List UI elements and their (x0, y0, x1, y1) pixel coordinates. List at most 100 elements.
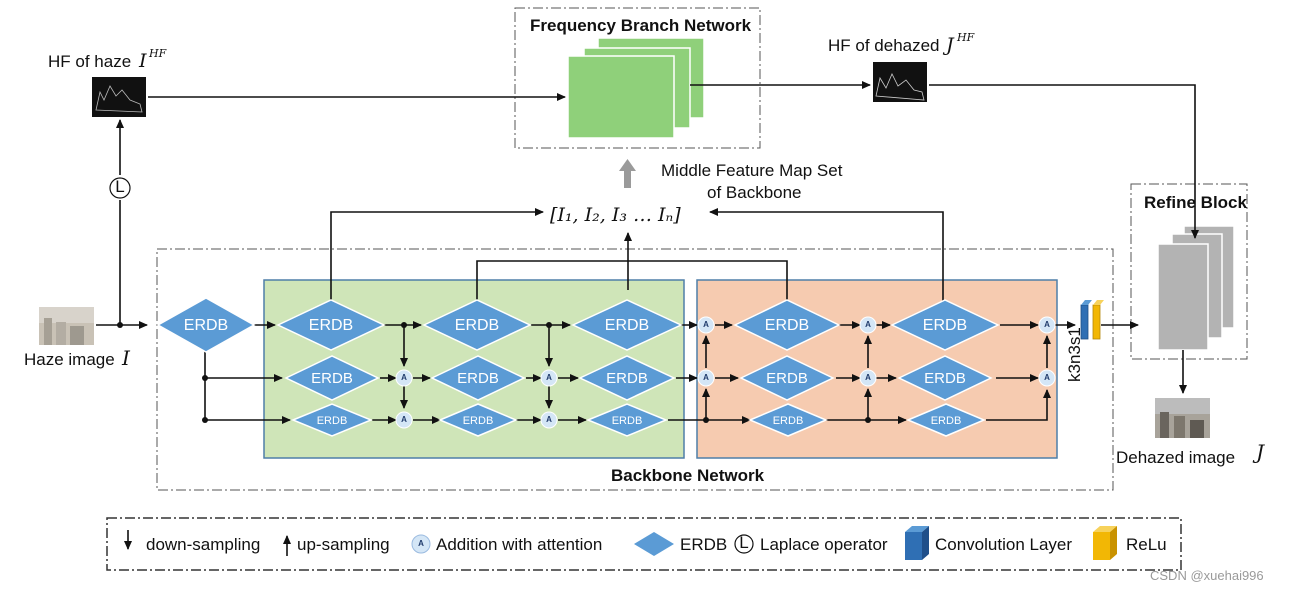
svg-text:ERDB: ERDB (317, 415, 348, 427)
addition-node: A (697, 316, 715, 334)
addition-node: A (859, 369, 877, 387)
svg-text:A: A (401, 373, 407, 382)
svg-text:ERDB: ERDB (184, 317, 228, 334)
legend-down-sampling: down-sampling (124, 530, 260, 554)
svg-text:I: I (121, 346, 131, 370)
laplace-operator-node: L (109, 177, 131, 199)
svg-text:ERDB: ERDB (680, 535, 727, 554)
dehazed-image-thumbnail (1155, 398, 1210, 438)
svg-text:ERDB: ERDB (457, 370, 499, 387)
legend-addition: A Addition with attention (411, 534, 602, 554)
erdb-block: ERDB (291, 403, 373, 437)
middle-feature-up-arrow (619, 159, 636, 188)
hf-dehazed-thumbnail (873, 62, 927, 102)
svg-text:A: A (703, 373, 709, 382)
erdb-block: ERDB (578, 355, 676, 401)
erdb-block: ERDB (748, 403, 828, 437)
refine-feature-maps (1157, 225, 1235, 351)
legend-box (106, 517, 1182, 571)
svg-text:Addition with attention: Addition with attention (436, 535, 602, 554)
erdb-block: ERDB (276, 299, 386, 351)
refine-block-box (1130, 183, 1248, 360)
svg-text:A: A (703, 320, 709, 329)
middle-feature-label: Middle Feature Map Set of Backbone (661, 161, 843, 202)
svg-text:ERDB: ERDB (311, 370, 353, 387)
svg-text:ERDB: ERDB (924, 370, 966, 387)
addition-node: A (1038, 369, 1056, 387)
svg-text:ERDB: ERDB (309, 317, 353, 334)
legend-up-sampling: up-sampling (283, 535, 390, 556)
svg-text:ERDB: ERDB (766, 370, 808, 387)
addition-node: A (540, 369, 558, 387)
junction-dots (117, 322, 871, 423)
svg-text:J: J (942, 34, 955, 56)
haze-image-label: Haze image I (24, 346, 131, 370)
svg-text:up-sampling: up-sampling (297, 535, 390, 554)
orange-stage-region (696, 279, 1058, 459)
erdb-blocks: ERDB ERDB ERDB ERDB ERDB ERDB ERDB ERDB … (156, 297, 1000, 437)
erdb-block: ERDB (586, 403, 668, 437)
svg-text:ERDB: ERDB (923, 317, 967, 334)
svg-text:Convolution Layer: Convolution Layer (935, 535, 1072, 554)
svg-text:Middle Feature Map Set: Middle Feature Map Set (661, 161, 843, 180)
erdb-block: ERDB (430, 355, 526, 401)
svg-text:L: L (115, 177, 124, 196)
svg-text:A: A (418, 539, 424, 548)
watermark: CSDN @xuehai996 (1150, 568, 1264, 583)
erdb-block: ERDB (890, 299, 1000, 351)
svg-text:A: A (546, 373, 552, 382)
svg-text:ERDB: ERDB (612, 415, 643, 427)
svg-text:ERDB: ERDB (773, 415, 804, 427)
svg-text:ERDB: ERDB (455, 317, 499, 334)
svg-text:ERDB: ERDB (463, 415, 494, 427)
hf-haze-thumbnail (92, 77, 146, 117)
svg-text:down-sampling: down-sampling (146, 535, 260, 554)
svg-text:L: L (739, 533, 748, 552)
svg-text:A: A (865, 373, 871, 382)
frequency-branch-title: Frequency Branch Network (530, 16, 752, 35)
legend-relu: ReLu (1093, 526, 1167, 560)
frequency-branch-box (514, 7, 761, 149)
svg-text:HF: HF (148, 47, 167, 60)
svg-text:HF of dehazed: HF of dehazed (828, 36, 940, 55)
svg-text:ERDB: ERDB (765, 317, 809, 334)
svg-text:A: A (1044, 373, 1050, 382)
addition-nodes: A A A A A A A A A A (395, 316, 1056, 429)
svg-text:A: A (865, 320, 871, 329)
svg-text:Haze image: Haze image (24, 350, 115, 369)
erdb-block: ERDB (739, 355, 835, 401)
addition-node: A (697, 369, 715, 387)
haze-image-thumbnail (39, 307, 94, 345)
svg-text:HF: HF (956, 31, 975, 44)
svg-text:A: A (401, 415, 407, 424)
addition-node: A (540, 411, 558, 429)
dehazed-image-label: Dehazed image J (1116, 440, 1265, 467)
legend-laplace: L Laplace operator (734, 533, 888, 554)
hf-dehazed-label: HF of dehazed J HF (828, 31, 975, 56)
addition-node: A (395, 369, 413, 387)
conv-spec-label: k3n3s1 (1065, 327, 1084, 382)
svg-text:Laplace operator: Laplace operator (760, 535, 888, 554)
svg-text:ERDB: ERDB (605, 317, 649, 334)
connection-lines (96, 81, 1199, 424)
svg-text:Dehazed image: Dehazed image (1116, 448, 1235, 467)
svg-text:J: J (1252, 440, 1265, 464)
addition-node: A (859, 316, 877, 334)
backbone-network-box (156, 248, 1114, 491)
erdb-block: ERDB (897, 355, 993, 401)
erdb-block: ERDB (438, 403, 518, 437)
svg-text:HF of haze: HF of haze (48, 52, 131, 71)
feature-set-label: [I₁, I₂, I₃ … Iₙ] (550, 204, 681, 226)
svg-text:of Backbone: of Backbone (707, 183, 802, 202)
svg-text:A: A (546, 415, 552, 424)
svg-text:I: I (138, 50, 147, 72)
erdb-block: ERDB (733, 299, 841, 351)
svg-text:ERDB: ERDB (606, 370, 648, 387)
erdb-block: ERDB (284, 355, 380, 401)
addition-node: A (395, 411, 413, 429)
svg-text:A: A (1044, 320, 1050, 329)
erdb-block: ERDB (571, 299, 683, 351)
conv-relu-layers (1080, 300, 1104, 340)
erdb-block: ERDB (156, 297, 256, 353)
legend: down-sampling up-sampling A Addition wit… (124, 526, 1167, 560)
